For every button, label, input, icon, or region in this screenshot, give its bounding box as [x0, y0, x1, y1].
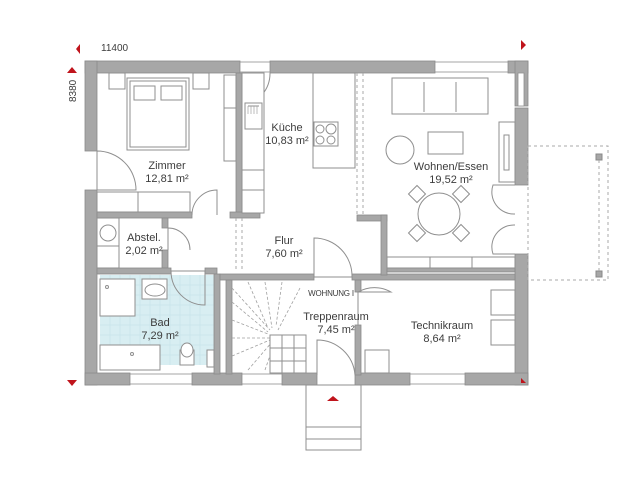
room-name: Wohnen/Essen: [413, 161, 489, 173]
room-name: Flur: [274, 235, 294, 247]
entrance-label: WOHNUNG I: [308, 289, 354, 298]
arrow-right-icon: [521, 40, 526, 50]
room-name: Treppenraum: [303, 311, 369, 323]
outer-walls: [84, 60, 529, 386]
room-area: 7,60 m²: [265, 248, 303, 260]
room-name: Zimmer: [148, 160, 186, 172]
room-area: 7,29 m²: [141, 330, 179, 342]
section-markers: [67, 40, 526, 401]
room-area: 7,45 m²: [317, 324, 355, 336]
staircase: [231, 281, 301, 371]
room-name: Abstel.: [127, 232, 161, 244]
room-treppenraum: Treppenraum 7,45 m²: [303, 311, 369, 337]
arrow-left-icon: [76, 44, 80, 54]
room-kueche: Küche 10,83 m²: [265, 122, 308, 148]
room-name: Bad: [150, 317, 170, 329]
room-bad: Bad 7,29 m²: [141, 317, 178, 343]
room-area: 12,81 m²: [145, 173, 189, 185]
room-area: 8,64 m²: [423, 333, 461, 345]
room-name: Technikraum: [410, 320, 474, 332]
arrow-down-icon: [67, 380, 77, 386]
kitchen-furniture: [241, 72, 356, 214]
storage-furniture: [96, 217, 120, 269]
dimension-width: 11400: [101, 43, 129, 54]
entrance-steps: [305, 384, 362, 451]
room-area: 2,02 m²: [125, 245, 163, 257]
dimension-height: 8380: [68, 79, 79, 102]
room-area: 10,83 m²: [265, 135, 309, 147]
room-technikraum: Technikraum 8,64 m²: [411, 320, 473, 346]
living-furniture: [385, 77, 516, 269]
room-wohnen-essen: Wohnen/Essen 19,52 m²: [414, 161, 488, 187]
room-name: Küche: [271, 122, 303, 134]
dashed-boundaries: [235, 73, 609, 281]
stair-treads: [269, 334, 307, 374]
arrow-up-entrance-icon: [327, 396, 339, 401]
room-flur: Flur 7,60 m²: [265, 235, 302, 261]
room-zimmer: Zimmer 12,81 m²: [145, 160, 188, 186]
zimmer-furniture: [96, 72, 237, 213]
technik-furniture: [364, 289, 516, 374]
room-area: 19,52 m²: [429, 174, 473, 186]
bath-furniture: [99, 278, 215, 371]
windows: [129, 61, 525, 385]
room-abstell: Abstel. 2,02 m²: [125, 232, 162, 258]
arrow-right-bottom-icon: [521, 378, 526, 383]
arrow-up-icon: [67, 67, 77, 73]
